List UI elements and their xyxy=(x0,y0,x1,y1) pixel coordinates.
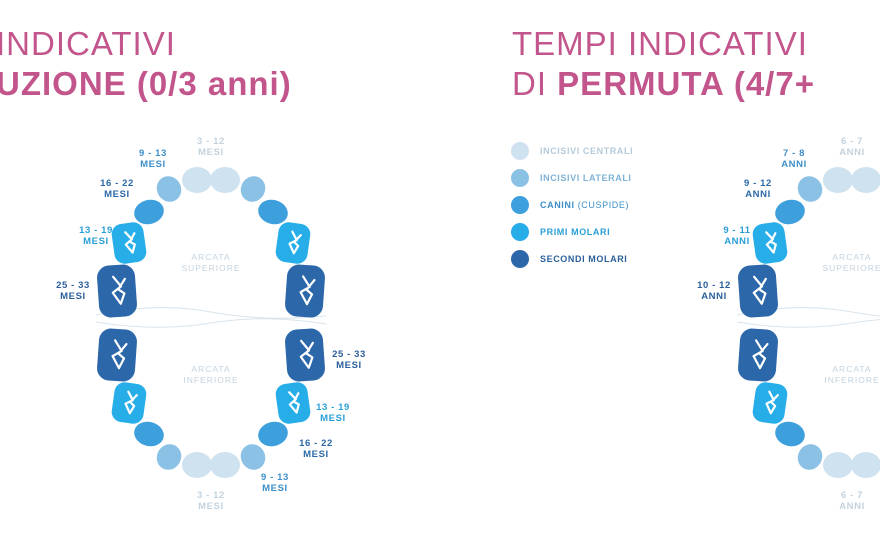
permuta-upper-left-first-molar-tooth xyxy=(752,222,788,264)
permuta-lower-right-central-tooth xyxy=(851,452,880,478)
eruption-arch-line-bottom xyxy=(95,318,327,328)
permuta-lower-left-second-molar-tooth xyxy=(738,328,778,382)
legend-swatch-1 xyxy=(511,169,529,187)
legend-swatch-4 xyxy=(511,250,529,268)
eruption-lower-left-first-molar-tooth xyxy=(111,382,147,424)
eruption-upper-right-second-molar-tooth xyxy=(285,264,325,318)
title-eruption: INDICATIVI UZIONE (0/3 anni) xyxy=(0,24,292,104)
legend-swatch-0 xyxy=(511,142,529,160)
eruption-upper-left-second-molar-tooth xyxy=(97,264,137,318)
title-eruption-line1: INDICATIVI xyxy=(0,25,176,62)
eruption-lower-right-second-molar-tooth xyxy=(285,328,325,382)
eruption-upper-left-first-molar-tooth xyxy=(111,222,147,264)
permuta-lower-left-lateral-tooth xyxy=(797,444,823,470)
title-eruption-line2: UZIONE (0/3 anni) xyxy=(0,65,292,102)
eruption-lower-left-lateral-tooth xyxy=(156,444,182,470)
eruption-upper-left-central-tooth xyxy=(182,167,212,193)
permuta-upper-left-central-tooth xyxy=(823,167,853,193)
eruption-lower-left-central-tooth xyxy=(182,452,212,478)
permuta-upper-left-canine-tooth xyxy=(775,199,805,225)
legend-swatch-2 xyxy=(511,196,529,214)
eruption-lower-right-lateral-tooth xyxy=(240,444,266,470)
eruption-lower-right-central-tooth xyxy=(210,452,240,478)
eruption-lower-right-first-molar-tooth xyxy=(275,382,311,424)
title-permuta-line1: TEMPI INDICATIVI xyxy=(512,25,808,62)
permuta-lower-left-first-molar-tooth xyxy=(752,382,788,424)
eruption-upper-left-canine-tooth xyxy=(134,199,164,225)
permuta-lower-left-canine-tooth xyxy=(775,421,805,447)
permuta-upper-left-lateral-tooth xyxy=(797,176,823,202)
legend-label-2: CANINI (CUSPIDE) xyxy=(540,200,629,210)
eruption-lower-left-canine-tooth xyxy=(134,421,164,447)
legend-label-4: SECONDI MOLARI xyxy=(540,254,627,264)
legend-label-1: INCISIVI LATERALI xyxy=(540,173,632,183)
eruption-lower-right-canine-tooth xyxy=(258,421,288,447)
permuta-upper-right-central-tooth xyxy=(851,167,880,193)
legend-swatch-3 xyxy=(511,223,529,241)
legend-label-3: PRIMI MOLARI xyxy=(540,227,610,237)
title-permuta: TEMPI INDICATIVI DI PERMUTA (4/7+ xyxy=(512,24,815,104)
permuta-lower-left-central-tooth xyxy=(823,452,853,478)
eruption-upper-right-canine-tooth xyxy=(258,199,288,225)
eruption-upper-right-central-tooth xyxy=(210,167,240,193)
permuta-upper-left-second-molar-tooth xyxy=(738,264,778,318)
legend-label-0: INCISIVI CENTRALI xyxy=(540,146,633,156)
permuta-arch-line-bottom xyxy=(736,319,880,328)
eruption-lower-left-second-molar-tooth xyxy=(97,328,137,382)
title-permuta-line2: DI PERMUTA (4/7+ xyxy=(512,65,815,102)
eruption-upper-right-first-molar-tooth xyxy=(275,222,311,264)
eruption-upper-right-lateral-tooth xyxy=(240,176,266,202)
eruption-upper-left-lateral-tooth xyxy=(156,176,182,202)
